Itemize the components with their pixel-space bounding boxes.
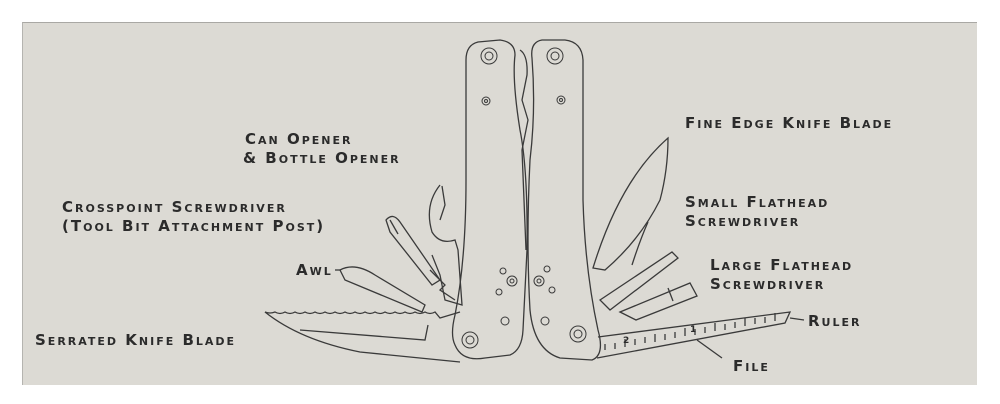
screws xyxy=(461,47,587,349)
awl-drawing xyxy=(339,266,426,313)
label-crosspoint-screwdriver: Crosspoint Screwdriver (Tool Bit Attachm… xyxy=(62,198,325,236)
label-small-flathead-screwdriver: Small Flathead Screwdriver xyxy=(685,193,829,231)
large-flathead-drawing xyxy=(618,282,698,321)
label-serrated-knife-blade: Serrated Knife Blade xyxy=(35,331,237,349)
label-line: Small Flathead xyxy=(685,193,830,211)
label-line: Screwdriver xyxy=(710,275,826,293)
small-flathead-drawing xyxy=(598,251,679,311)
label-large-flathead-screwdriver: Large Flathead Screwdriver xyxy=(710,256,853,294)
ruler-mark-1: 1 xyxy=(690,325,697,335)
label-fine-edge-knife-blade: Fine Edge Knife Blade xyxy=(685,114,894,132)
ruler-drawing xyxy=(596,311,792,359)
label-line: Large Flathead xyxy=(710,256,854,274)
label-line: Screwdriver xyxy=(685,212,801,230)
crosspoint-screwdriver-drawing xyxy=(385,215,441,286)
label-line: (Tool Bit Attachment Post) xyxy=(62,217,326,235)
diagram-card xyxy=(22,22,977,385)
left-handle-drawing xyxy=(451,39,528,360)
ruler-mark-2: 2 xyxy=(623,336,630,346)
label-line: Can Opener xyxy=(245,130,353,148)
label-can-opener: Can Opener & Bottle Opener xyxy=(243,130,401,168)
label-line: Crosspoint Screwdriver xyxy=(62,198,287,216)
label-file: File xyxy=(733,357,770,375)
fine-edge-knife-drawing xyxy=(592,136,669,271)
label-line: & Bottle Opener xyxy=(243,149,401,167)
right-handle-drawing xyxy=(527,39,602,361)
label-awl: Awl xyxy=(296,261,333,279)
label-ruler: Ruler xyxy=(808,312,862,330)
serrated-knife-blade-drawing xyxy=(264,311,461,363)
can-opener-drawing xyxy=(428,184,463,306)
